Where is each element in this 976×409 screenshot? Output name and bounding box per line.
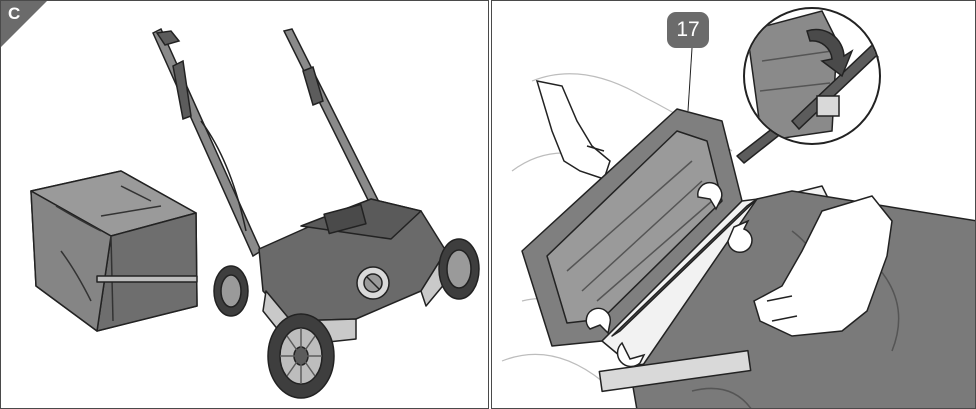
bag-assembly-illustration xyxy=(501,7,975,408)
right-illustration-panel: 17 xyxy=(491,0,976,409)
magnify-detail-icon xyxy=(743,7,881,145)
right-hand xyxy=(753,195,893,337)
left-hand xyxy=(535,80,611,180)
wheels xyxy=(213,238,480,399)
push-handle xyxy=(152,27,383,258)
part-callout-number: 17 xyxy=(676,18,700,41)
callout-leader-line xyxy=(687,47,693,112)
left-illustration-panel: C xyxy=(0,0,489,409)
grass-collection-bag xyxy=(30,170,198,332)
scarifier-illustration xyxy=(30,27,480,399)
bag-lid xyxy=(521,108,743,347)
curved-arrow-icon xyxy=(585,181,753,368)
section-tab xyxy=(1,1,47,47)
section-letter: C xyxy=(8,4,21,23)
part-callout-badge: 17 xyxy=(667,12,709,48)
